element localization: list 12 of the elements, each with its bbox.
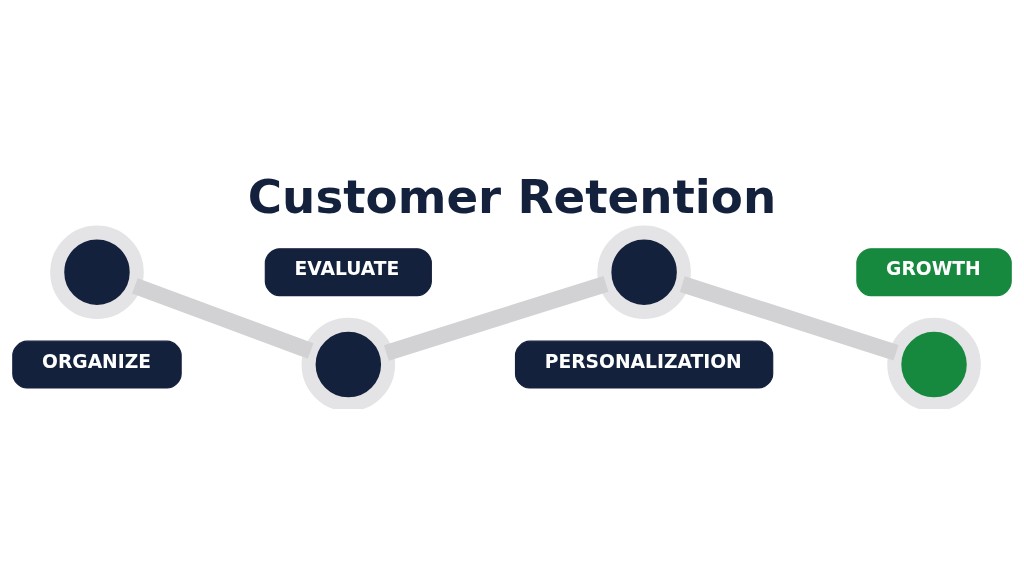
node-circle <box>887 317 981 409</box>
connector <box>383 276 609 361</box>
node-circle <box>301 317 396 409</box>
node-circle <box>597 225 691 319</box>
node-box: PERSONALIZATION <box>514 340 774 389</box>
node-box: ORGANIZE <box>12 340 182 389</box>
diagram-title: Customer Retention <box>247 169 777 224</box>
node-circle <box>50 225 144 319</box>
node-box: EVALUATE <box>264 248 432 297</box>
node-box: GROWTH <box>856 248 1012 297</box>
connector <box>679 276 899 361</box>
connector <box>132 278 314 359</box>
